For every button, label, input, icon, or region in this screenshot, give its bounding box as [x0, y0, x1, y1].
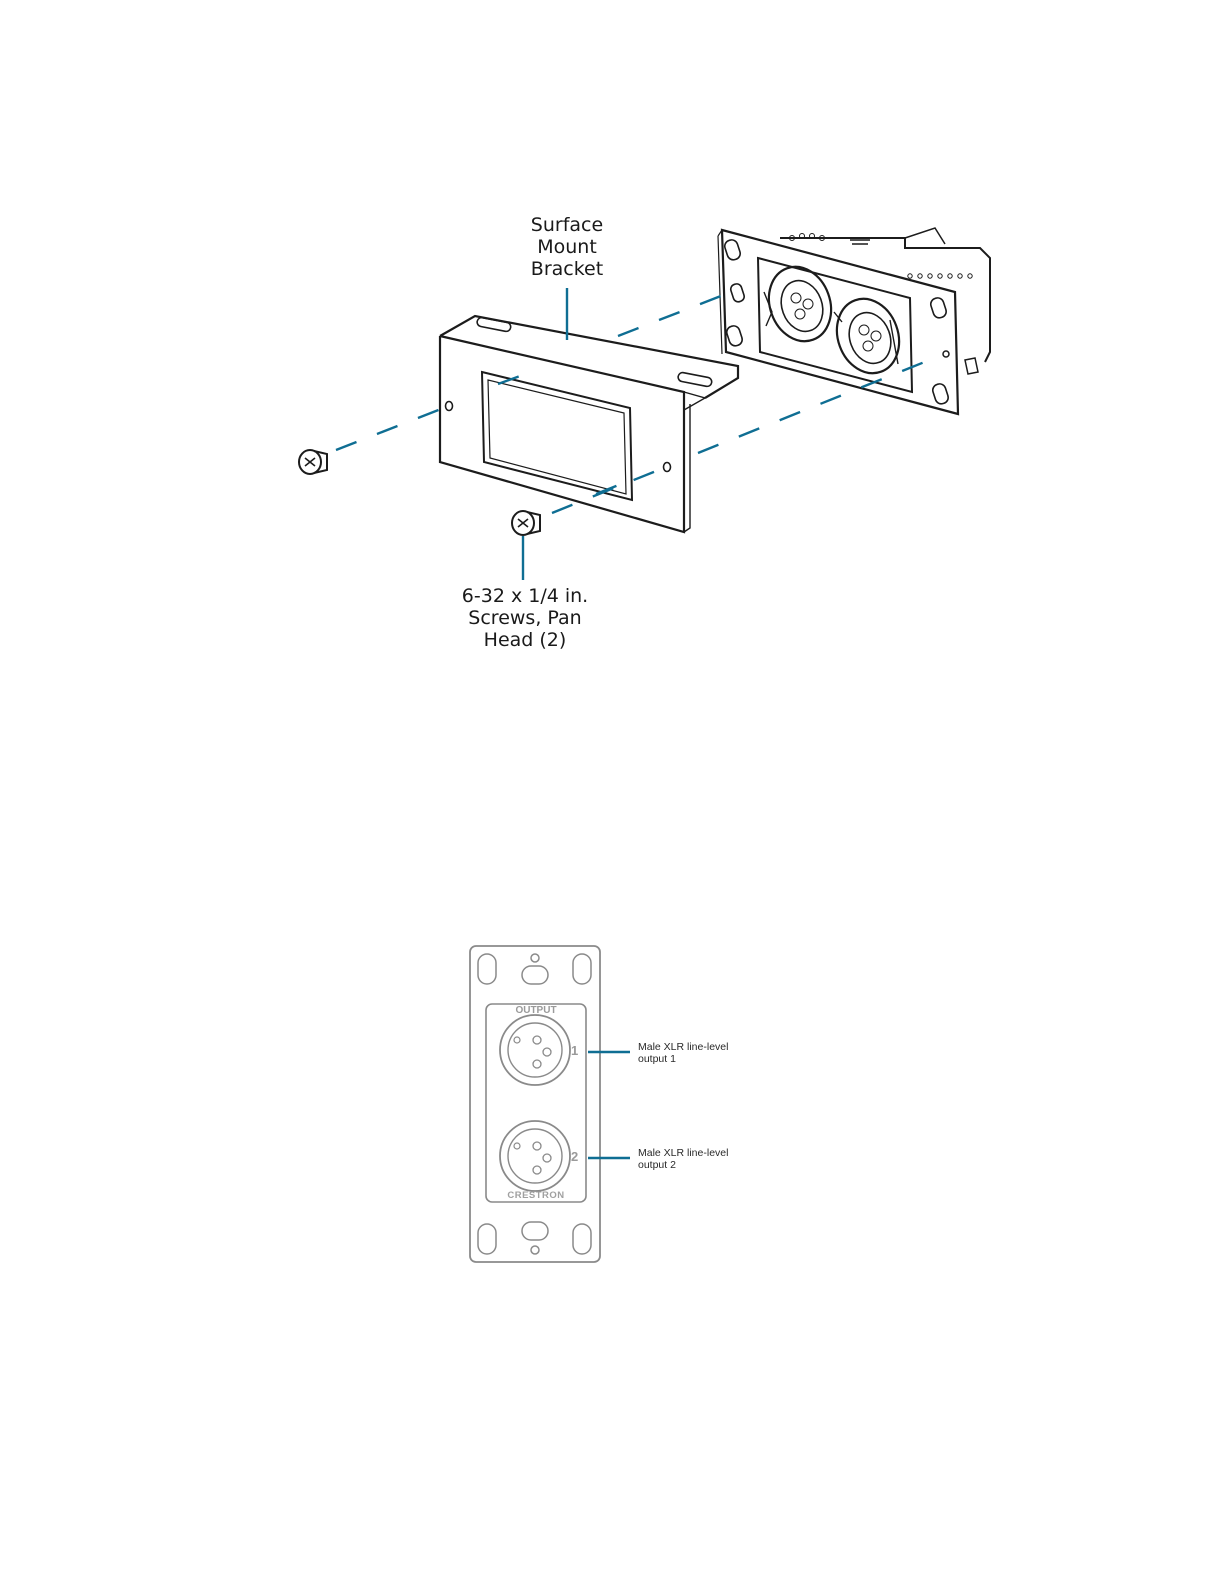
surface-mount-bracket [440, 316, 738, 532]
xlr-connector-2 [500, 1121, 570, 1191]
screw-bottom [512, 511, 540, 535]
callout-output-1: Male XLR line-level output 1 [638, 1041, 728, 1065]
screw-left [299, 450, 327, 474]
brand-text: CRESTRON [486, 1190, 586, 1201]
xlr-output-module [718, 228, 990, 414]
xlr-connector-1 [500, 1015, 570, 1085]
figure-2-front-panel [470, 946, 630, 1262]
panel-heading: OUTPUT [486, 1005, 586, 1016]
port-2-number: 2 [571, 1149, 578, 1164]
port-1-number: 1 [571, 1043, 578, 1058]
bracket-label: Surface Mount Bracket [507, 214, 627, 280]
alignment-lines [336, 294, 942, 513]
screws-label: 6-32 x 1/4 in. Screws, Pan Head (2) [440, 585, 610, 651]
callout-output-2: Male XLR line-level output 2 [638, 1147, 728, 1171]
